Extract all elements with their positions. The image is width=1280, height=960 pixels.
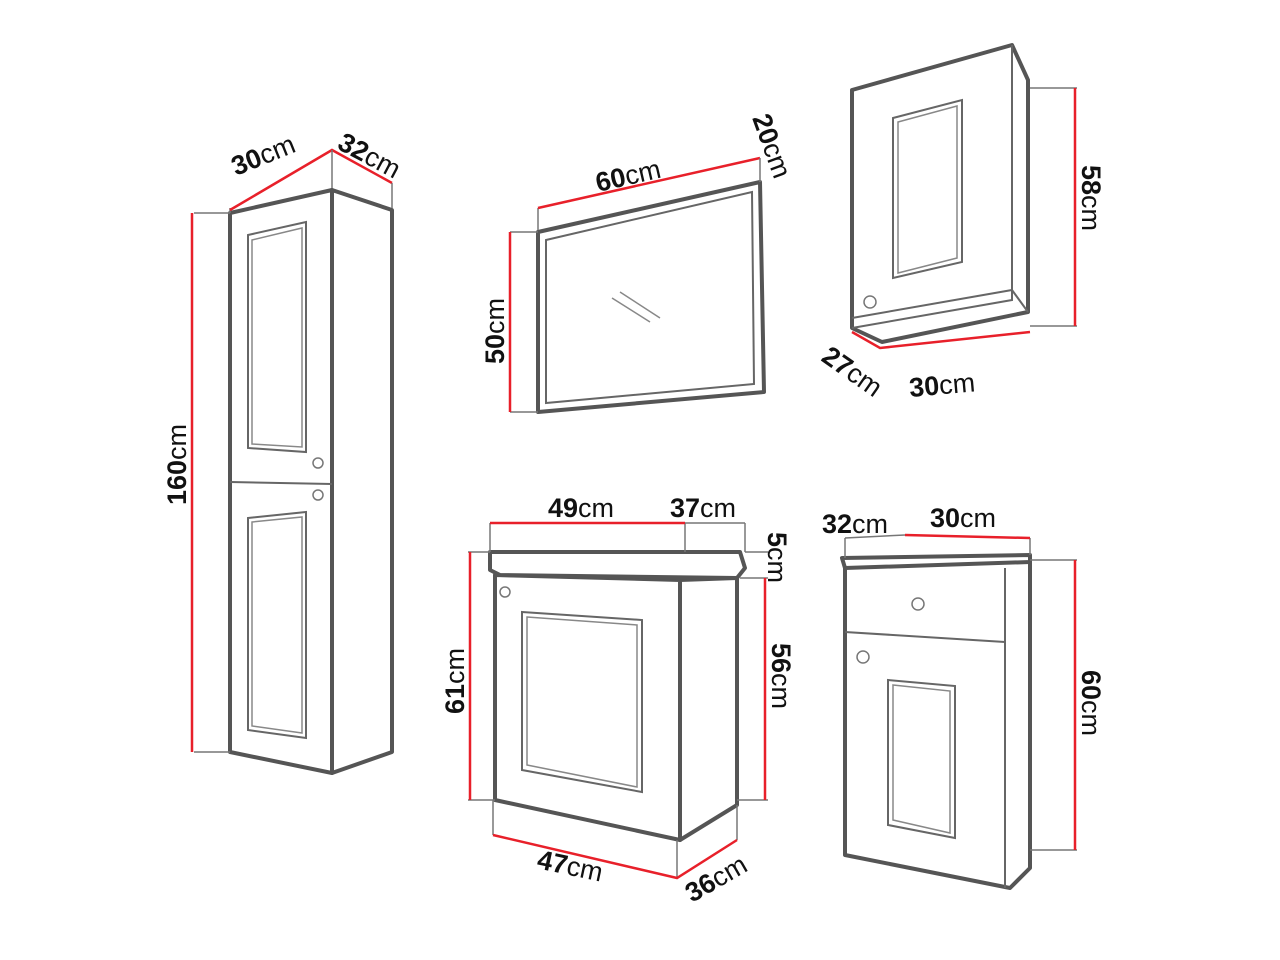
dimension-label: 30cm bbox=[908, 367, 976, 403]
knob-icon bbox=[856, 650, 870, 664]
wall-cabinet-door-panel bbox=[892, 98, 963, 280]
low-cabinet-body bbox=[843, 558, 1032, 890]
knob-icon bbox=[499, 586, 511, 598]
knob-icon bbox=[312, 489, 324, 501]
dimension-label: 5cm bbox=[762, 532, 792, 583]
wall-cabinet-body bbox=[850, 43, 1030, 344]
low-cabinet-top bbox=[840, 553, 1032, 570]
knob-icon bbox=[911, 597, 925, 611]
lower-door-panel bbox=[247, 510, 307, 740]
dimension-label: 32cm bbox=[333, 127, 405, 184]
mirror: 60cm 20cm 50cm bbox=[480, 110, 797, 414]
vanity-unit: 49cm 37cm 5cm 61cm 56cm 47cm 36cm bbox=[440, 493, 796, 908]
mirror-frame bbox=[536, 180, 766, 414]
dimension-label: 56cm bbox=[766, 643, 796, 709]
dimension-label: 49cm bbox=[548, 493, 614, 523]
tall-cabinet-side bbox=[330, 188, 394, 775]
low-cabinet: 32cm 30cm 60cm bbox=[822, 503, 1106, 890]
vanity-door-panel bbox=[521, 610, 643, 794]
dimension-label: 47cm bbox=[535, 845, 606, 888]
dimension-label: 32cm bbox=[822, 509, 888, 539]
dimension-label: 58cm bbox=[1076, 165, 1106, 231]
dimension-label: 160cm bbox=[162, 424, 192, 505]
low-cabinet-door-panel bbox=[887, 678, 956, 840]
dimension-label: 27cm bbox=[817, 340, 888, 402]
vanity-side bbox=[678, 576, 739, 842]
mirror-glass bbox=[545, 190, 756, 405]
dimension-label: 30cm bbox=[930, 503, 996, 533]
knob-icon bbox=[863, 295, 877, 309]
tall-cabinet: 30cm 32cm 160cm bbox=[162, 127, 406, 775]
wall-cabinet: 58cm 27cm 30cm bbox=[817, 43, 1106, 403]
dimension-label: 60cm bbox=[1076, 670, 1106, 736]
dimension-line bbox=[851, 330, 1031, 350]
knob-icon bbox=[312, 457, 324, 469]
dimension-line bbox=[537, 156, 761, 210]
dimension-line bbox=[904, 533, 1031, 540]
dimension-line bbox=[492, 833, 738, 880]
dimension-label: 30cm bbox=[227, 129, 299, 182]
vanity-countertop bbox=[488, 550, 747, 580]
dimension-label: 50cm bbox=[480, 298, 510, 364]
door-divider bbox=[229, 481, 333, 485]
dimension-label: 37cm bbox=[670, 493, 736, 523]
dimension-label: 36cm bbox=[680, 849, 752, 908]
dimension-label: 20cm bbox=[746, 110, 797, 182]
dimension-label: 60cm bbox=[593, 154, 664, 198]
upper-door-panel bbox=[247, 220, 307, 454]
dimension-label: 61cm bbox=[440, 648, 470, 714]
